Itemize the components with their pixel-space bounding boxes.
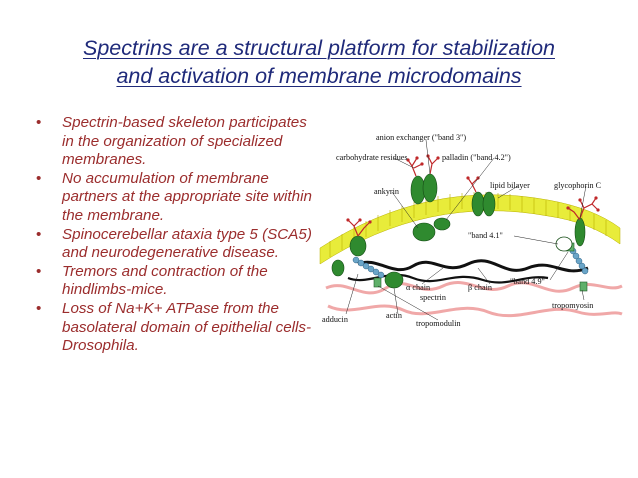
ankyrin-protein: [412, 222, 436, 242]
label-band-41: "band 4.1": [468, 231, 503, 240]
left-membrane-protein: [349, 235, 367, 257]
spectrin-beta-chain: [357, 259, 589, 273]
label-glycophorin: glycophorin C: [554, 181, 602, 190]
spectrin-alpha-chain: [325, 281, 623, 295]
carbohydrate-residues: [347, 155, 599, 237]
slide-title: Spectrins are a structural platform for …: [20, 34, 618, 90]
label-tropomodulin: tropomodulin: [416, 319, 461, 328]
band3-protein-left: [422, 173, 438, 203]
bullet-item: • Tremors and contraction of the hindlimb…: [34, 263, 314, 300]
label-anion-exchanger: anion exchanger ("band 3"): [376, 133, 466, 142]
label-alpha-chain: α chain: [406, 283, 430, 292]
band3-protein-middle: [482, 191, 496, 217]
title-line-2: and activation of membrane microdomains: [116, 64, 522, 88]
carbohydrate-dots: [346, 154, 600, 224]
tropomodulin-block: [373, 277, 382, 288]
membrane-skeleton-diagram: anion exchanger ("band 3") carbohydrate …: [318, 128, 624, 336]
tropomodulin-block: [579, 281, 588, 292]
bullet-text: Tremors and contraction of the hindlimbs…: [62, 262, 268, 299]
bullet-marker: •: [36, 299, 42, 317]
label-adducin: adducin: [322, 315, 348, 324]
left-edge-protein: [331, 259, 345, 277]
bullet-item: • Spinocerebellar ataxia type 5 (SCA5) an…: [34, 226, 314, 263]
label-spectrin: spectrin: [420, 293, 446, 302]
label-tropomyosin: tropomyosin: [552, 301, 593, 310]
label-carbohydrate: carbohydrate residues: [336, 153, 408, 162]
bullet-item: • Spectrin-based skeleton participates in…: [34, 114, 314, 170]
title-line-1: Spectrins are a structural platform for …: [82, 36, 555, 60]
band3-protein-middle: [471, 191, 485, 217]
palladin-protein: [433, 217, 451, 231]
bullet-marker: •: [36, 114, 42, 131]
label-ankyrin: ankyrin: [374, 187, 399, 196]
bullet-text: Spinocerebellar ataxia type 5 (SCA5) and…: [62, 225, 312, 262]
spectrin-pink-lower: [327, 304, 623, 318]
label-band-49: "band 4.9": [510, 277, 545, 286]
bullet-marker: •: [36, 169, 42, 187]
diagram-svg: anion exchanger ("band 3") carbohydrate …: [319, 133, 623, 328]
glycophorin-protein: [574, 217, 586, 247]
label-lipid-bilayer: lipid bilayer: [490, 181, 530, 190]
band-41-protein: [555, 236, 573, 252]
bullet-list: • Spectrin-based skeleton participates in…: [34, 114, 314, 356]
bullet-text: No accumulation of membrane partners at …: [62, 169, 312, 224]
label-actin: actin: [386, 311, 402, 320]
bullet-item: • Loss of Na+K+ ATPase from the basolater…: [34, 300, 314, 356]
leader-lines: [345, 139, 587, 321]
bullet-text: Loss of Na+K+ ATPase from the basolatera…: [62, 299, 312, 355]
label-beta-chain: β chain: [468, 283, 492, 292]
bullet-item: • No accumulation of membrane partners at…: [34, 170, 314, 226]
bullet-marker: •: [36, 225, 42, 243]
bullet-text: Spectrin-based skeleton participates in …: [62, 114, 307, 169]
lipid-bilayer-band: [319, 194, 621, 265]
actin-filament-left: [352, 256, 385, 279]
label-palladin: palladin ("band 4.2"): [442, 153, 511, 162]
bullet-marker: •: [36, 262, 42, 280]
adducin-protein: [384, 271, 404, 289]
